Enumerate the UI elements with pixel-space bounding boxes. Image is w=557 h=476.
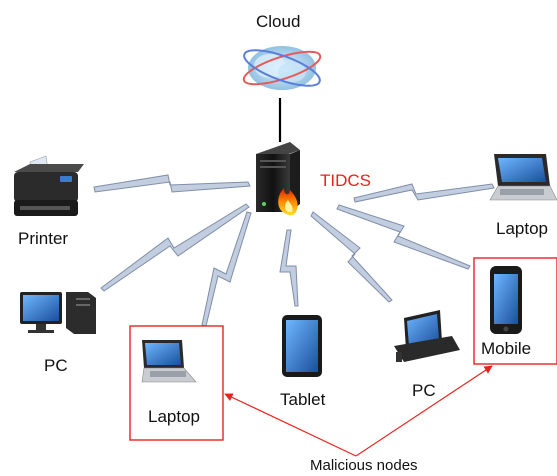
mobile-icon: [490, 266, 522, 334]
malicious-box-mobile: [473, 257, 557, 365]
laptop-malicious-label: Laptop: [148, 407, 200, 426]
link-pc-left: [100, 203, 250, 292]
link-pc-right: [310, 211, 393, 303]
link-mobile: [336, 204, 471, 270]
malicious-box-laptop: [129, 325, 224, 441]
firewall-flame-icon: [278, 188, 298, 216]
server-label: TIDCS: [320, 171, 371, 190]
malicious-arrow-left: [224, 393, 357, 457]
cloud-icon: [242, 46, 322, 90]
laptop-right-label: Laptop: [496, 219, 548, 238]
link-laptop-right: [353, 183, 495, 203]
printer-icon: [14, 155, 84, 216]
link-tablet: [279, 229, 299, 307]
pc-right-icon: [394, 310, 460, 362]
laptop-right-icon: [489, 154, 557, 201]
malicious-nodes-label: Malicious nodes: [310, 457, 418, 474]
link-laptop-mal: [201, 211, 252, 327]
laptop-malicious-icon: [141, 340, 197, 383]
malicious-arrow-right: [355, 365, 493, 457]
pc-right-label: PC: [412, 381, 436, 400]
mobile-label: Mobile: [481, 339, 532, 358]
wireless-links: [93, 174, 495, 327]
tablet-icon: [282, 315, 322, 377]
pc-left-icon: [20, 292, 96, 334]
printer-label: Printer: [18, 229, 69, 248]
link-printer: [93, 174, 251, 193]
tablet-label: Tablet: [280, 390, 326, 409]
cloud-label: Cloud: [256, 12, 301, 31]
pc-left-label: PC: [44, 356, 68, 375]
